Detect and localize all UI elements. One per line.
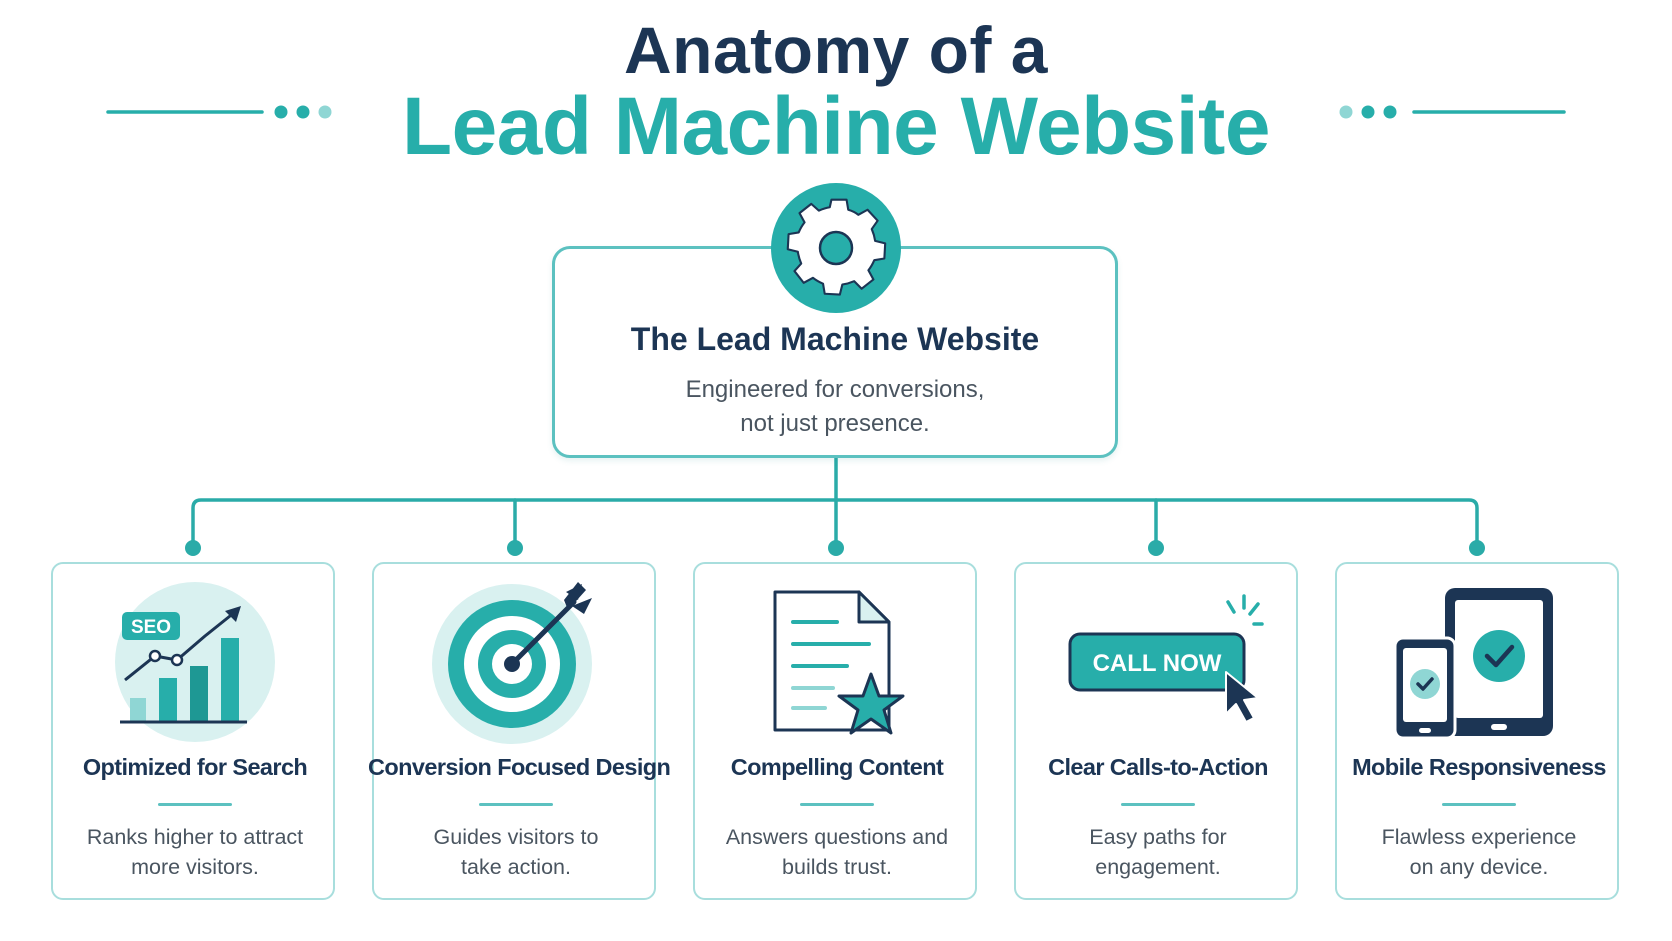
card-divider: [479, 803, 553, 806]
left-dot-3: [318, 105, 332, 119]
central-subtitle-line-1: Engineered for conversions,: [685, 376, 985, 403]
central-node: The Lead Machine Website Engineered for …: [552, 246, 1118, 458]
card-optimized-for-search: SEO Optimized for Search Ranks higher to…: [51, 562, 335, 900]
card-mobile-responsiveness: Mobile Responsiveness Flawless experienc…: [1335, 562, 1619, 900]
card-description-line-2: on any device.: [1409, 855, 1549, 879]
connector-node-1: [185, 540, 201, 556]
card-description-line-1: Flawless experience: [1381, 825, 1577, 849]
title-line-1: Anatomy of a: [623, 13, 1049, 87]
card-conversion-focused-design: Conversion Focused Design Guides visitor…: [368, 562, 671, 900]
connector-node-2: [507, 540, 523, 556]
card-clear-calls-to-action: CALL NOW Clear Calls-to-Action Easy path…: [1014, 562, 1298, 900]
right-dot-1: [1339, 105, 1353, 119]
left-dot-1: [274, 105, 288, 119]
connector-node-3: [828, 540, 844, 556]
card-title: Clear Calls-to-Action: [1048, 754, 1268, 780]
cta-button-cursor-icon: CALL NOW: [1068, 594, 1264, 723]
card-description-line-1: Guides visitors to: [433, 825, 599, 849]
card-description: Easy paths for engagement.: [1026, 822, 1290, 882]
card-divider: [158, 803, 232, 806]
card-description: Flawless experience on any device.: [1347, 822, 1611, 882]
card-title: Optimized for Search: [82, 754, 308, 780]
central-subtitle: Engineered for conversions, not just pre…: [555, 373, 1115, 441]
card-description: Ranks higher to attract more visitors.: [63, 822, 327, 882]
card-divider: [800, 803, 874, 806]
devices-check-icon: [1393, 588, 1553, 740]
card-description-line-2: engagement.: [1095, 855, 1221, 879]
card-title: Compelling Content: [730, 754, 944, 780]
central-title: The Lead Machine Website: [630, 321, 1040, 357]
target-arrow-icon: [432, 582, 592, 744]
card-description-line-2: more visitors.: [131, 855, 259, 879]
card-title: Mobile Responsiveness: [1352, 754, 1606, 780]
card-title: Conversion Focused Design: [368, 754, 671, 780]
card-divider: [1442, 803, 1516, 806]
card-description-line-1: Ranks higher to attract: [86, 825, 304, 849]
card-description-line-2: builds trust.: [782, 855, 892, 879]
seo-badge-label: SEO: [131, 617, 171, 638]
gear-icon: [771, 183, 901, 313]
call-now-label: CALL NOW: [1093, 650, 1222, 677]
card-description-line-1: Answers questions and: [725, 825, 949, 849]
title-line-2: Lead Machine Website: [402, 81, 1270, 172]
connector-node-5: [1469, 540, 1485, 556]
document-star-icon: [773, 590, 905, 735]
connector-node-4: [1148, 540, 1164, 556]
card-compelling-content: Compelling Content Answers questions and…: [693, 562, 977, 900]
right-dot-2: [1361, 105, 1375, 119]
card-description: Guides visitors to take action.: [384, 822, 648, 882]
card-divider: [1121, 803, 1195, 806]
card-description: Answers questions and builds trust.: [705, 822, 969, 882]
seo-growth-chart-icon: SEO: [115, 582, 275, 742]
central-subtitle-line-2: not just presence.: [740, 410, 930, 437]
card-description-line-2: take action.: [461, 855, 571, 879]
card-description-line-1: Easy paths for: [1089, 825, 1227, 849]
right-dot-3: [1383, 105, 1397, 119]
header-decoration: [106, 105, 1566, 119]
left-dot-2: [296, 105, 310, 119]
